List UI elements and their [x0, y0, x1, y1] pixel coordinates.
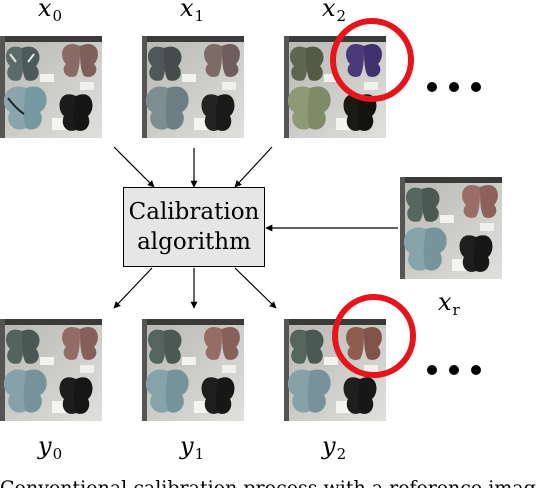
arrow-box-to-y0: [113, 267, 153, 309]
label-y0: y0: [38, 434, 62, 466]
arrow-x2-to-box: [234, 146, 273, 188]
label-y1-sub: 1: [194, 445, 205, 463]
ellipsis-bottom: [427, 365, 481, 375]
calibration-algorithm-box: Calibration algorithm: [123, 187, 265, 267]
box-line-2: algorithm: [137, 229, 251, 255]
input-image-x1: [142, 36, 244, 138]
label-x1-var: x: [180, 0, 194, 22]
input-image-x0: [0, 36, 102, 138]
output-image-y1: [142, 319, 244, 421]
output-image-y0: [0, 319, 102, 421]
label-xr: xr: [438, 290, 460, 322]
butterfly-bottom-right: [59, 94, 93, 131]
label-x2-sub: 2: [336, 7, 347, 25]
reference-image-xr: [400, 177, 502, 279]
label-x0-var: x: [38, 0, 52, 22]
label-y0-var: y: [38, 432, 52, 460]
butterfly-top-left: [6, 46, 40, 81]
label-y2-var: y: [322, 432, 336, 460]
label-x1-sub: 1: [194, 7, 205, 25]
arrow-box-to-y2: [234, 267, 277, 309]
label-y2-sub: 2: [336, 445, 347, 463]
highlight-circle-x2: [330, 18, 414, 102]
butterfly-top-right: [62, 43, 98, 77]
ellipsis-top: [427, 82, 481, 92]
label-xr-var: x: [438, 288, 452, 316]
label-x2-var: x: [322, 0, 336, 22]
box-line-1: Calibration: [128, 199, 260, 225]
figure-caption: Conventional calibration process with a …: [0, 477, 536, 488]
output-image-y2: [284, 319, 386, 421]
label-y1: y1: [180, 434, 204, 466]
label-y1-var: y: [180, 432, 194, 460]
label-x0-sub: 0: [52, 7, 63, 25]
label-x0: x0: [38, 0, 62, 28]
butterfly-bottom-left: [3, 86, 47, 130]
label-xr-sub: r: [452, 301, 460, 319]
label-y2: y2: [322, 434, 346, 466]
label-x2: x2: [322, 0, 346, 28]
arrow-x0-to-box: [113, 146, 155, 188]
label-x1: x1: [180, 0, 204, 28]
highlight-circle-y2: [332, 294, 416, 378]
input-image-x2: [284, 36, 386, 138]
label-y0-sub: 0: [52, 445, 63, 463]
